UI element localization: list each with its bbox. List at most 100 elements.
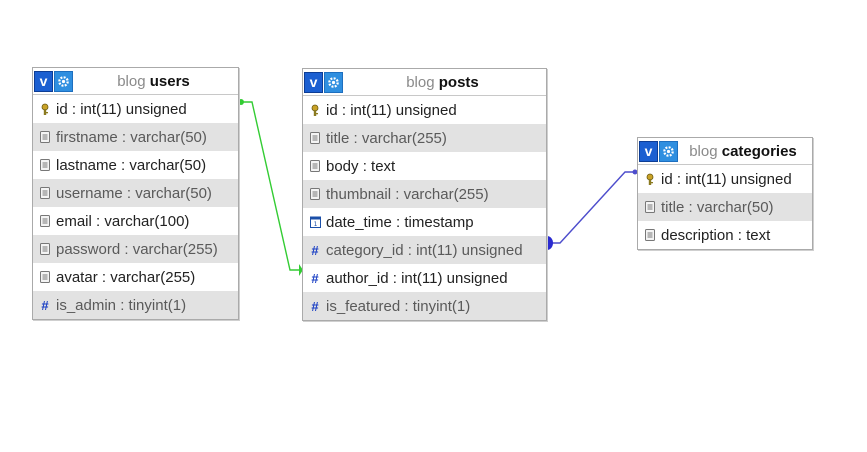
- relation-posts-categories: [547, 169, 638, 250]
- field-row-body[interactable]: body : text: [303, 152, 546, 180]
- field-name: category_id: [326, 241, 404, 259]
- number-field-icon: #: [311, 270, 319, 286]
- field-name: title: [661, 198, 685, 216]
- field-separator: :: [391, 213, 405, 231]
- field-row-title[interactable]: title : varchar(50): [638, 193, 812, 221]
- text-field-icon: [644, 228, 656, 242]
- field-name: id: [326, 101, 338, 119]
- field-row-lastname[interactable]: lastname : varchar(50): [33, 151, 238, 179]
- field-type: text: [746, 226, 771, 244]
- field-separator: :: [391, 185, 404, 203]
- toggle-button[interactable]: v: [34, 70, 53, 92]
- table-name: posts: [438, 73, 479, 91]
- text-field-icon: [644, 200, 656, 214]
- gear-icon[interactable]: [54, 70, 73, 92]
- field-row-description[interactable]: description : text: [638, 221, 812, 249]
- text-field-icon: [309, 187, 321, 201]
- field-type: int(11) unsigned: [350, 101, 457, 119]
- field-type: int(11) unsigned: [416, 241, 523, 259]
- field-row-thumbnail[interactable]: thumbnail : varchar(255): [303, 180, 546, 208]
- field-name: date_time: [326, 213, 392, 231]
- field-name: lastname: [56, 156, 117, 174]
- field-separator: :: [67, 100, 81, 118]
- field-name: thumbnail: [326, 185, 392, 203]
- field-name: is_featured: [326, 297, 401, 315]
- table-title[interactable]: blog posts: [343, 74, 546, 91]
- field-row-author-id[interactable]: # author_id : int(11) unsigned: [303, 264, 546, 292]
- field-type: varchar(255): [361, 129, 447, 147]
- field-row-avatar[interactable]: avatar : varchar(255): [33, 263, 238, 291]
- field-name: avatar: [56, 268, 98, 286]
- field-separator: :: [733, 226, 747, 244]
- field-row-is-featured[interactable]: #is_featured : tinyint(1): [303, 292, 546, 320]
- text-field-icon: [39, 270, 51, 284]
- toggle-button[interactable]: v: [639, 140, 658, 162]
- table-name: users: [149, 72, 190, 90]
- relation-users-posts: [238, 99, 303, 276]
- number-field-icon: #: [311, 242, 319, 258]
- number-field-icon: #: [41, 297, 49, 313]
- toggle-button[interactable]: v: [304, 71, 323, 93]
- table-title[interactable]: blog users: [73, 73, 238, 90]
- field-separator: :: [403, 241, 417, 259]
- text-field-icon: [39, 214, 51, 228]
- gear-icon[interactable]: [659, 140, 678, 162]
- gear-icon[interactable]: [324, 71, 343, 93]
- svg-text:1: 1: [313, 221, 317, 228]
- field-type: varchar(50): [130, 128, 207, 146]
- field-row-id[interactable]: id : int(11) unsigned: [33, 95, 238, 123]
- field-separator: :: [672, 170, 686, 188]
- field-type: varchar(50): [696, 198, 774, 216]
- text-field-icon: [309, 159, 321, 173]
- schema-name: blog: [689, 142, 722, 160]
- field-type: varchar(255): [403, 185, 489, 203]
- field-row-id[interactable]: id : int(11) unsigned: [638, 165, 812, 193]
- field-type: tinyint(1): [128, 296, 187, 314]
- field-name: body: [326, 157, 359, 175]
- field-name: author_id: [326, 269, 389, 287]
- field-name: email: [56, 212, 92, 230]
- field-separator: :: [97, 268, 111, 286]
- text-field-icon: [39, 242, 51, 256]
- field-type: int(11) unsigned: [80, 100, 187, 118]
- field-row-username[interactable]: username : varchar(50): [33, 179, 238, 207]
- field-separator: :: [117, 128, 131, 146]
- field-name: description: [661, 226, 734, 244]
- table-header: v blog posts: [303, 69, 546, 96]
- text-field-icon: [309, 131, 321, 145]
- key-icon: [309, 103, 321, 117]
- field-type: tinyint(1): [412, 297, 471, 315]
- table-title[interactable]: blog categories: [678, 143, 812, 160]
- field-separator: :: [337, 101, 351, 119]
- field-name: title: [326, 129, 350, 147]
- field-type: varchar(100): [104, 212, 190, 230]
- field-name: is_admin: [56, 296, 117, 314]
- field-row-password[interactable]: password : varchar(255): [33, 235, 238, 263]
- field-separator: :: [120, 240, 133, 258]
- schema-name: blog: [406, 73, 439, 91]
- field-type: int(11) unsigned: [401, 269, 508, 287]
- field-separator: :: [388, 269, 402, 287]
- field-row-id[interactable]: id : int(11) unsigned: [303, 96, 546, 124]
- field-type: varchar(50): [129, 156, 207, 174]
- field-row-firstname[interactable]: firstname : varchar(50): [33, 123, 238, 151]
- field-row-is-admin[interactable]: #is_admin : tinyint(1): [33, 291, 238, 319]
- field-type: varchar(255): [110, 268, 196, 286]
- field-type: int(11) unsigned: [685, 170, 792, 188]
- field-row-email[interactable]: email : varchar(100): [33, 207, 238, 235]
- field-name: id: [56, 100, 68, 118]
- field-row-title[interactable]: title : varchar(255): [303, 124, 546, 152]
- field-separator: :: [400, 297, 413, 315]
- table-header: v blog categories: [638, 138, 812, 165]
- field-name: password: [56, 240, 121, 258]
- field-type: varchar(255): [132, 240, 218, 258]
- field-type: varchar(50): [135, 184, 212, 202]
- field-row-category-id[interactable]: # category_id : int(11) unsigned: [303, 236, 546, 264]
